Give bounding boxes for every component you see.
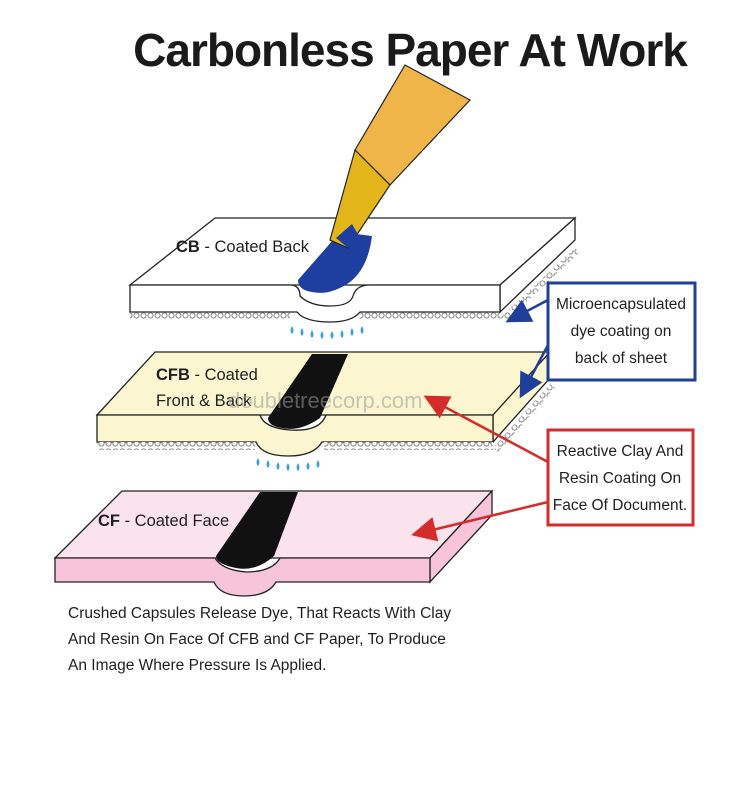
cfb-name-line2: Front & Back (156, 392, 252, 410)
cfb-name-line1: - Coated (190, 366, 258, 384)
cfb-capsules-right (324, 442, 493, 450)
reactive-arrow-top (423, 395, 549, 464)
cf-name: - Coated Face (120, 512, 229, 530)
cb-sheet: CB - Coated Back (128, 216, 580, 339)
cb-code: CB (176, 238, 200, 256)
caption-line-1: Crushed Capsules Release Dye, That React… (68, 605, 451, 622)
page-title: Carbonless Paper At Work (133, 24, 688, 76)
cb-capsules-left (130, 312, 290, 320)
cfb-capsules-left (97, 442, 255, 450)
cb-blue-mark (298, 232, 372, 293)
cb-dye-droplets (290, 326, 364, 339)
cf-code: CF (98, 512, 120, 530)
micro-line-2: dye coating on (571, 323, 672, 340)
svg-text:CFB - Coated: CFB - Coated (156, 366, 258, 384)
reactive-line-2: Resin Coating On (559, 470, 681, 487)
cb-name: - Coated Back (200, 238, 310, 256)
micro-arrow-bottom (519, 344, 550, 399)
svg-text:CB - Coated Back: CB - Coated Back (176, 238, 310, 256)
watermark: doubletreecorp.com (228, 388, 422, 413)
cfb-black-mark (268, 354, 348, 429)
cf-black-mark (216, 492, 298, 569)
cfb-code: CFB (156, 366, 190, 384)
reactive-line-3: Face Of Document. (553, 497, 687, 514)
caption-line-3: An Image Where Pressure Is Applied. (68, 657, 326, 674)
callout-microencapsulated: Microencapsulated dye coating on back of… (505, 281, 697, 399)
pen (329, 64, 471, 249)
micro-arrow-top (505, 298, 549, 323)
micro-line-1: Microencapsulated (556, 296, 686, 313)
cb-sheet-front (129, 284, 501, 323)
caption-line-2: And Resin On Face Of CFB and CF Paper, T… (68, 631, 446, 648)
caption: Crushed Capsules Release Dye, That React… (68, 605, 451, 674)
cb-capsules-right (360, 312, 500, 320)
svg-text:CF - Coated Face: CF - Coated Face (98, 512, 229, 530)
reactive-arrow-bottom (411, 500, 549, 542)
cfb-dye-droplets (256, 458, 320, 471)
cf-sheet-front (54, 557, 431, 597)
reactive-line-1: Reactive Clay And (557, 443, 684, 460)
cfb-capsules-side (493, 384, 555, 452)
callout-reactive-clay: Reactive Clay And Resin Coating On Face … (411, 395, 695, 542)
pen-nib (336, 224, 360, 248)
micro-line-3: back of sheet (575, 350, 668, 367)
cf-sheet: CF - Coated Face (53, 489, 494, 597)
